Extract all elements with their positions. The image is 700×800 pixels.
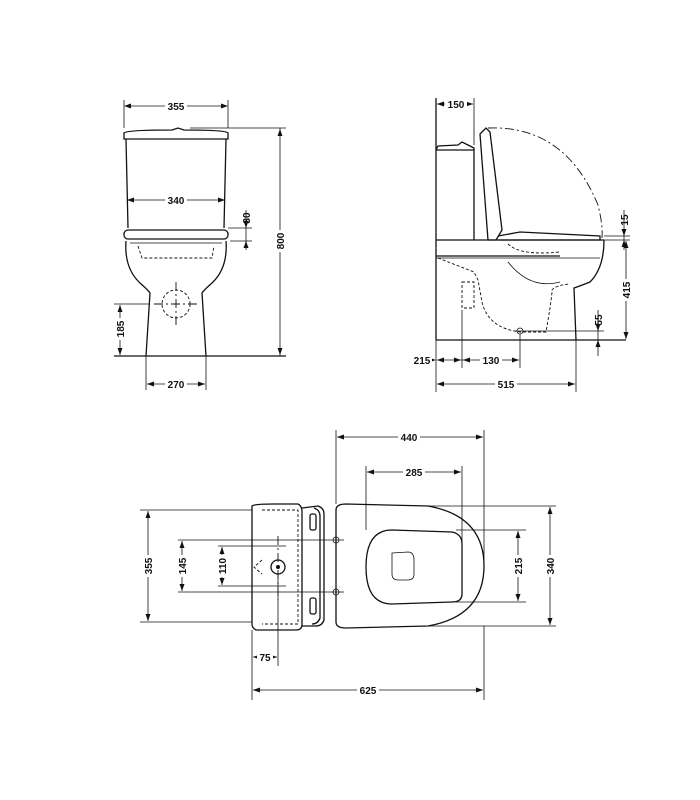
- bowl-plan: [335, 503, 485, 629]
- dim-label-overall-length: 625: [360, 686, 377, 697]
- dim-label-outlet-centre: 55: [594, 314, 605, 326]
- dim-label-seat-width: 340: [168, 196, 185, 207]
- dim-label-fixing-spacing: 130: [483, 356, 500, 367]
- seat: [123, 229, 229, 240]
- bowl-side: [436, 239, 605, 341]
- dim-label-front-width: 355: [168, 102, 185, 113]
- cistern-body: [125, 138, 227, 229]
- dim-label-base-width: 270: [168, 380, 185, 391]
- dim-label-cistern-depth: 150: [448, 100, 465, 111]
- seat-side: [497, 231, 601, 241]
- side-view: 150 15 415 55 215 130: [410, 98, 633, 392]
- dim-label-seat-opening: 285: [406, 468, 423, 479]
- dim-label-fixing-inner: 110: [218, 557, 229, 574]
- plan-view: 440 285 355 145 110: [140, 430, 557, 700]
- cistern-plan: [251, 503, 303, 631]
- dim-label-total-depth: 515: [498, 380, 515, 391]
- dim-label-plan-width: 355: [144, 557, 155, 574]
- dim-label-cistern-offset: 75: [259, 653, 271, 664]
- cistern-side: [435, 141, 475, 240]
- front-view: 355 340 30 800 185 270: [114, 100, 287, 391]
- bowl-body: [125, 240, 227, 357]
- hinge-block: [301, 505, 325, 627]
- cistern-lid: [123, 127, 229, 140]
- dim-label-seat-gap: 30: [242, 212, 253, 224]
- dim-label-wall-offset: 215: [414, 356, 431, 367]
- dim-label-bowl-width: 340: [546, 557, 557, 574]
- bowl-opening: [365, 529, 463, 605]
- dim-label-bowl-inner-width: 215: [514, 557, 525, 574]
- dim-label-seat-thickness: 15: [620, 214, 631, 226]
- dim-label-outlet-height: 185: [116, 320, 127, 337]
- dim-label-total-height: 800: [276, 232, 287, 249]
- dim-label-fixing-outer: 145: [178, 557, 189, 574]
- raised-lid: [479, 127, 503, 241]
- lid-swing-arc: [487, 127, 603, 239]
- dim-label-seat-height: 415: [622, 281, 633, 298]
- drain-plan: [391, 551, 415, 581]
- dim-label-bowl-length: 440: [401, 433, 418, 444]
